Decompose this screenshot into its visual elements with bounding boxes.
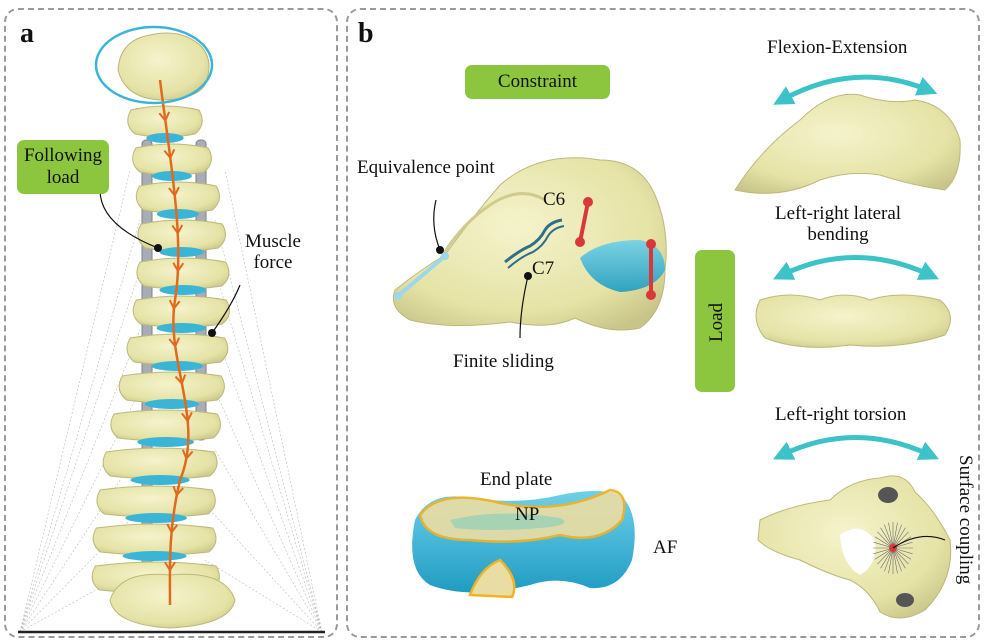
muscle-force-label: Muscle force xyxy=(245,232,301,274)
c6-label: C6 xyxy=(543,190,565,211)
vertebra xyxy=(111,410,221,441)
constraint-box: Constraint xyxy=(465,65,610,99)
flexion-vertebra xyxy=(735,94,960,193)
equivalence-point-label: Equivalence point xyxy=(357,158,495,179)
torsion-vertebra xyxy=(758,476,951,618)
skull-base xyxy=(118,33,209,100)
lateral-vertebra xyxy=(756,295,950,347)
af-label: AF xyxy=(653,538,677,559)
vertebra xyxy=(97,486,215,517)
surface-coupling-label: Surface coupling xyxy=(954,455,976,584)
vertebra xyxy=(103,448,217,479)
intervertebral-disc xyxy=(145,399,199,409)
intervertebral-disc xyxy=(159,285,206,295)
torsion-label: Left-right torsion xyxy=(775,405,906,426)
intervertebral-disc xyxy=(125,513,187,523)
c6-c7-segment xyxy=(393,158,666,330)
vertebra xyxy=(119,372,224,403)
flexion-extension-label: Flexion-Extension xyxy=(767,38,907,59)
np-label: NP xyxy=(515,505,539,526)
intervertebral-disc xyxy=(157,323,207,333)
finite-sliding-label: Finite sliding xyxy=(453,352,554,373)
following-load-box: Following load xyxy=(17,140,109,194)
vertebra xyxy=(137,258,229,289)
vertebra xyxy=(93,524,216,555)
lateral-arrow xyxy=(782,258,930,276)
vertebra xyxy=(133,296,229,327)
intervertebral-disc xyxy=(146,133,183,143)
intervertebral-disc xyxy=(137,437,194,447)
intervertebral-disc xyxy=(123,551,187,561)
end-plate-label: End plate xyxy=(480,470,552,491)
load-label: Load xyxy=(706,303,728,342)
sacrum xyxy=(110,574,235,628)
intervertebral-disc xyxy=(159,247,204,257)
equivalence-leader xyxy=(434,200,440,250)
c7-label: C7 xyxy=(532,259,554,280)
torsion-arrow xyxy=(782,438,930,456)
lateral-bending-label: Left-right lateral bending xyxy=(775,204,901,246)
vertebra xyxy=(136,182,219,213)
